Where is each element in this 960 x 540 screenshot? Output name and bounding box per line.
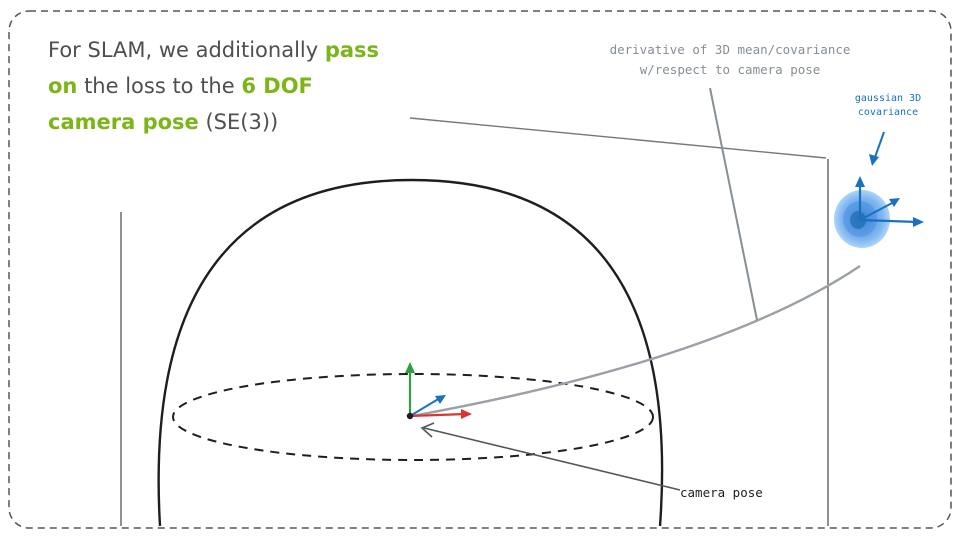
gaussian-label-pointer-arrowhead [869, 154, 879, 166]
gaussian-annotation: gaussian 3D covariance [838, 92, 938, 120]
derivative-annotation-line1: derivative of 3D mean/covariance [609, 42, 851, 57]
gaussian-axis-up-arrowhead [855, 176, 865, 187]
camera-pose-pointer-arrowhead [420, 422, 435, 438]
camera-pose-pointer-line [423, 427, 681, 491]
camera-axis-x-arrowhead [461, 409, 472, 419]
derivative-annotation-line2: w/respect to camera pose [639, 62, 821, 77]
gaussian-axis-diagonal-arrowhead [889, 198, 900, 207]
derivative-pointer-line [709, 87, 758, 321]
camera-origin-dot [406, 412, 414, 420]
gaussian-label-pointer [873, 131, 885, 161]
headline-connector-line [409, 117, 827, 159]
sphere-outline [157, 178, 664, 527]
equator-ellipse [172, 373, 654, 461]
gaussian-axis-right [859, 218, 919, 224]
headline-highlight-pass-on: pass on [48, 38, 380, 98]
gaussian-axis-diagonal [859, 201, 895, 221]
camera-axis-y-arrowhead [405, 362, 415, 373]
camera-axis-z-arrowhead [435, 395, 446, 404]
gaussian-annotation-line1: gaussian 3D [854, 93, 922, 104]
headline-part1: For SLAM, we additionally [48, 38, 325, 62]
headline-part3: (SE(3)) [198, 110, 279, 134]
camera-axis-x-red [409, 412, 467, 418]
derivative-annotation: derivative of 3D mean/covariance w/respe… [560, 40, 900, 80]
headline-part2: the loss to the [77, 74, 242, 98]
gradient-path-curve [411, 265, 861, 418]
frame-border [8, 10, 952, 529]
camera-axis-z-blue [409, 397, 441, 417]
headline-highlight-6dof: 6 DOF camera pose [48, 74, 313, 134]
camera-pose-label: camera pose [680, 485, 763, 500]
headline-text: For SLAM, we additionally pass on the lo… [48, 32, 388, 140]
gaussian-axis-right-arrowhead [913, 217, 924, 227]
gaussian-annotation-line2: covariance [857, 107, 919, 118]
